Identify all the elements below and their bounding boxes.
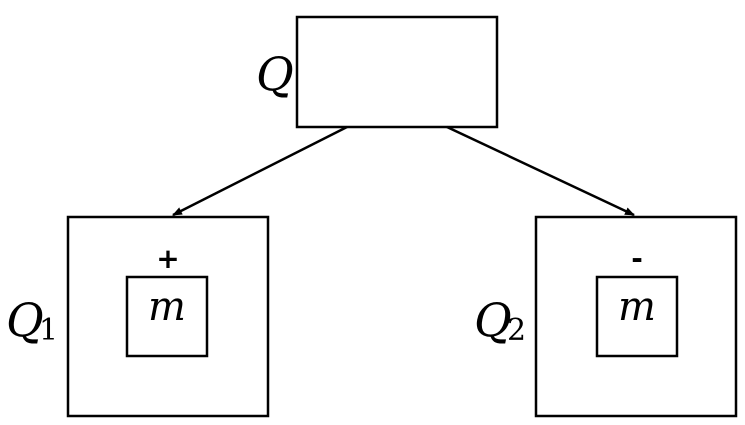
arrow-to-q1 [172,125,348,217]
q2-inner-box [595,275,679,358]
q2-box [534,215,738,418]
q1-inner-box [125,275,209,358]
root-box [295,15,499,129]
q1-label: Q [6,293,44,347]
q2-label: Q [474,293,512,347]
root-label: Q [256,47,294,101]
q1-inner-label: m [148,284,186,330]
q1-plus-sign: + [156,242,179,275]
q1-subscript: 1 [39,313,58,348]
q2-subscript: 2 [507,313,526,348]
q1-box [66,215,270,418]
arrow-to-q2 [446,125,635,217]
q2-inner-label: m [618,284,656,330]
q2-minus-sign: - [631,242,643,275]
